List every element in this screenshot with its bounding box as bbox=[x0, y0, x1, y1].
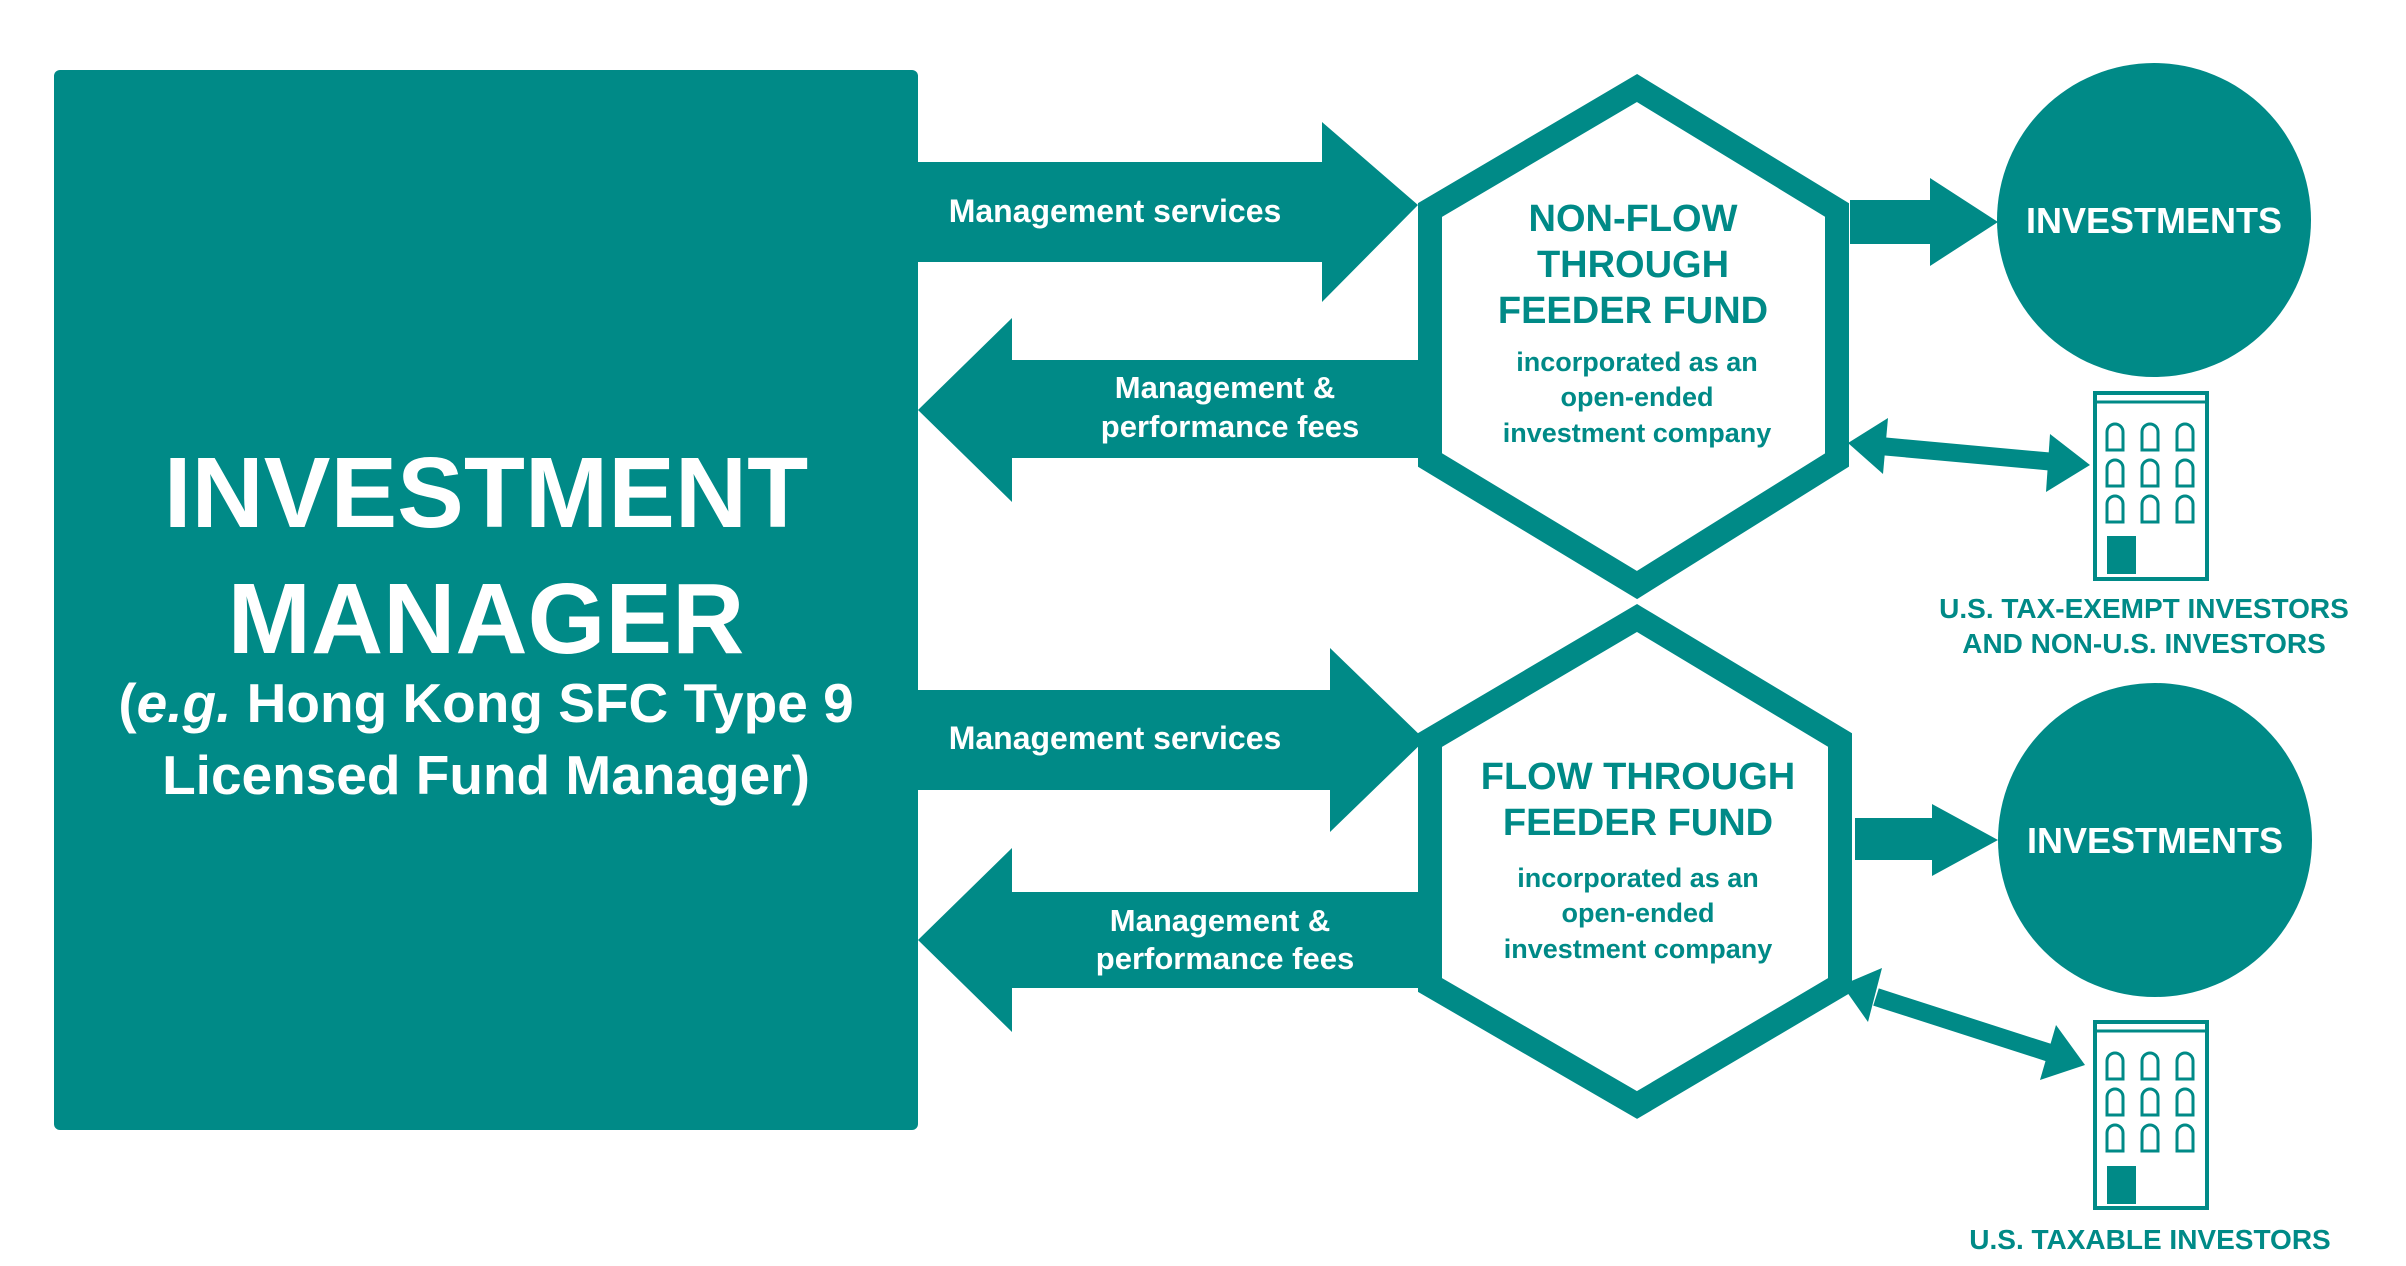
bottom-fund-desc-line1: incorporated as an bbox=[1517, 863, 1759, 893]
bottom-investments-circle bbox=[1998, 683, 2312, 997]
bottom-investments-arrow bbox=[1855, 804, 1998, 876]
top-investor-double-arrow bbox=[1848, 418, 2090, 492]
top-flow: Management services Management & perform… bbox=[918, 63, 2349, 659]
top-fees-label-line2: performance fees bbox=[1101, 409, 1359, 444]
bottom-services-label: Management services bbox=[949, 720, 1282, 756]
bottom-fees-arrow bbox=[918, 848, 1425, 1032]
bottom-fund-title-line1: FLOW THROUGH bbox=[1481, 756, 1796, 798]
bottom-flow: Management services Management & perform… bbox=[918, 604, 2331, 1255]
investment-manager-box: INVESTMENT MANAGER (e.g. Hong Kong SFC T… bbox=[54, 70, 918, 1130]
top-fund-desc-line3: investment company bbox=[1503, 418, 1772, 448]
bottom-services-arrow bbox=[918, 648, 1425, 832]
bottom-investor-double-arrow bbox=[1842, 968, 2085, 1080]
manager-subtitle-line1: (e.g. Hong Kong SFC Type 9 bbox=[118, 672, 853, 734]
top-services-label: Management services bbox=[949, 193, 1282, 229]
top-investors-label-line2: AND NON-U.S. INVESTORS bbox=[1962, 628, 2326, 659]
building-icon bbox=[2093, 1020, 2209, 1210]
manager-title-line2: MANAGER bbox=[228, 563, 745, 675]
bottom-fund-desc-line2: open-ended bbox=[1562, 898, 1715, 928]
manager-title-line1: INVESTMENT bbox=[164, 437, 808, 549]
manager-subtitle-line2: Licensed Fund Manager) bbox=[162, 744, 810, 806]
top-investments-label: INVESTMENTS bbox=[2026, 200, 2282, 241]
top-fees-label-line1: Management & bbox=[1115, 370, 1335, 405]
bottom-fees-label-line2: performance fees bbox=[1096, 941, 1354, 976]
top-services-arrow bbox=[918, 122, 1418, 302]
bottom-investments-label: INVESTMENTS bbox=[2027, 820, 2283, 861]
top-fund-title-line1: NON-FLOW bbox=[1529, 198, 1738, 240]
building-icon bbox=[2093, 391, 2209, 581]
investment-manager-panel bbox=[54, 70, 918, 1130]
top-fund-desc-line2: open-ended bbox=[1561, 382, 1714, 412]
top-investments-circle bbox=[1997, 63, 2311, 377]
non-flow-through-feeder-fund-hexagon bbox=[1418, 74, 1849, 600]
top-investors-label-line1: U.S. TAX-EXEMPT INVESTORS bbox=[1939, 593, 2349, 624]
bottom-investors-label: U.S. TAXABLE INVESTORS bbox=[1969, 1224, 2330, 1255]
top-fees-arrow bbox=[918, 318, 1425, 502]
top-investments-arrow bbox=[1850, 178, 1998, 266]
bottom-fees-label-line1: Management & bbox=[1110, 903, 1330, 938]
top-fund-title-line2: THROUGH bbox=[1537, 244, 1729, 286]
flow-through-feeder-fund-hexagon bbox=[1418, 604, 1852, 1119]
bottom-fund-title-line2: FEEDER FUND bbox=[1503, 802, 1773, 844]
bottom-fund-desc-line3: investment company bbox=[1504, 934, 1773, 964]
top-fund-desc-line1: incorporated as an bbox=[1516, 347, 1758, 377]
top-fund-title-line3: FEEDER FUND bbox=[1498, 290, 1768, 332]
